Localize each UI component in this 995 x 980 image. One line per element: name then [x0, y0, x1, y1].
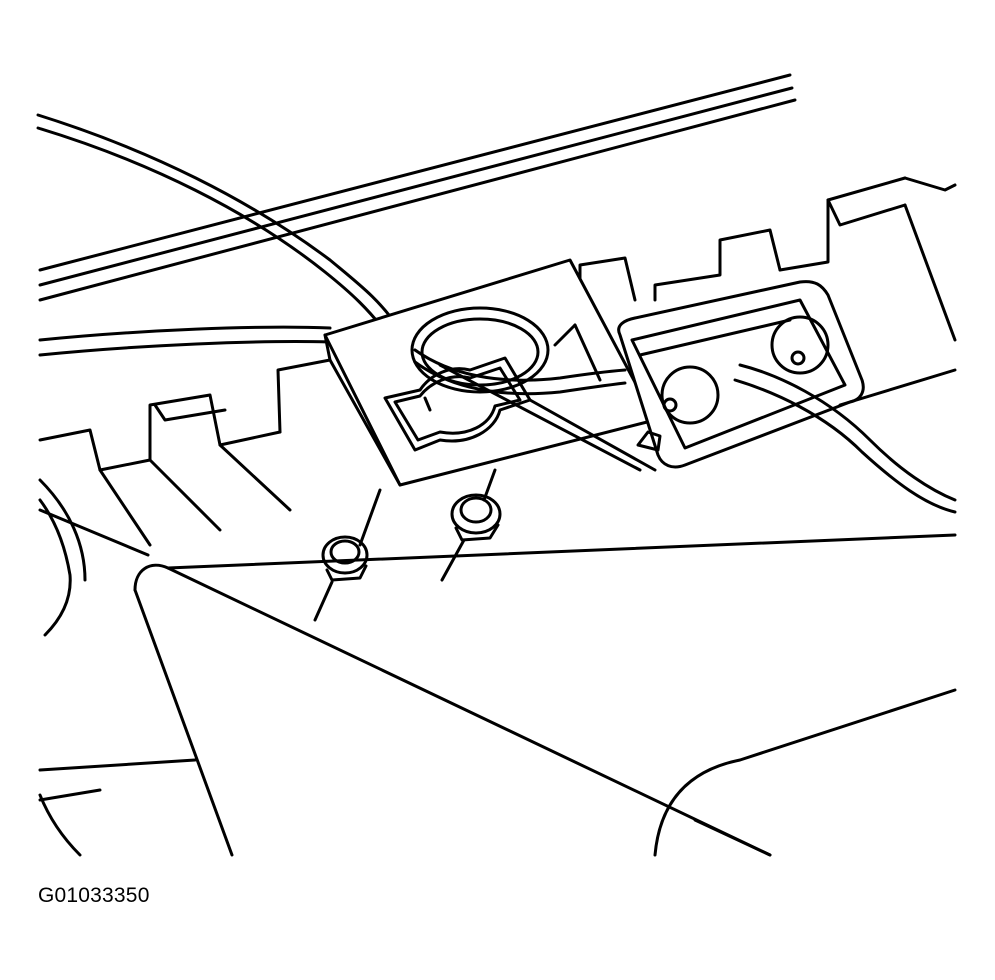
nut-2	[440, 493, 502, 582]
figure-id-label: G01033350	[38, 884, 150, 907]
nut-3	[636, 430, 662, 452]
retaining-nuts	[313, 430, 662, 622]
connector-plug	[617, 280, 957, 514]
mounting-bracket	[323, 258, 657, 487]
nut-1	[313, 535, 369, 622]
left-housing-bracket	[38, 478, 87, 637]
housing-body	[38, 533, 957, 857]
wiring-harness-cables	[36, 73, 797, 357]
